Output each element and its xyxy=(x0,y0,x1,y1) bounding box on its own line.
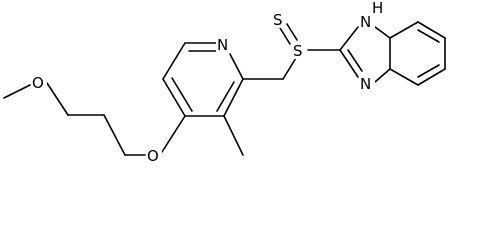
benzene-double-c5-c4 xyxy=(417,64,440,78)
atom-thione-sulfur: S xyxy=(273,11,283,29)
pyridine-bond-n-c2 xyxy=(229,53,244,80)
benzene-bond-c7-c6 xyxy=(417,21,446,39)
imidazole-double-c2-n3 xyxy=(347,49,363,72)
molecule-svg: S S N H N N O O xyxy=(3,0,446,164)
pyridine-bond-c4-c5 xyxy=(162,78,186,117)
bond-layer xyxy=(3,21,446,156)
atom-nh-nitrogen: N xyxy=(360,13,371,31)
pyridine-double-c4-c5 xyxy=(171,77,193,112)
pyridine-double-c2-c3 xyxy=(216,81,235,112)
atom-pyridine-nitrogen: N xyxy=(217,36,228,54)
benzene-bond-c7a-c7 xyxy=(389,21,419,39)
atom-methoxy-oxygen: O xyxy=(32,74,44,92)
bond-s-s-a xyxy=(279,27,291,45)
imidazole-bond-nh-c7a xyxy=(374,26,391,39)
imidazole-bond-c2-n3 xyxy=(339,49,359,78)
benzene-bond-c5-c4 xyxy=(417,68,446,86)
bond-s-s-b xyxy=(286,23,298,41)
atom-ether-oxygen: O xyxy=(147,147,159,164)
bond-ch2-s xyxy=(282,57,297,80)
bond-c3-methyl xyxy=(223,115,244,156)
pyridine-bond-c2-c3 xyxy=(223,78,244,117)
atom-label-layer: S S N H N N O O xyxy=(31,0,384,164)
pyridine-bond-c5-c6 xyxy=(162,42,186,80)
atom-sulfoxide-sulfur: S xyxy=(293,42,303,60)
bond-ch2-ch2b xyxy=(103,114,126,156)
bond-oether-c4 xyxy=(161,115,186,153)
bond-o-ch2 xyxy=(46,82,69,116)
bond-ch3-o xyxy=(3,84,31,99)
atom-nh-hydrogen: H xyxy=(372,0,383,17)
imidazole-bond-c2-nh xyxy=(339,26,359,51)
imidazole-bond-n3-c3a xyxy=(374,68,391,83)
benzene-double-c7-c6 xyxy=(417,29,440,43)
benzene-bond-c4-c3a xyxy=(389,68,419,86)
chemical-structure-diagram: S S N H N N O O xyxy=(3,0,446,164)
atom-benzimidazole-nitrogen: N xyxy=(360,75,371,93)
